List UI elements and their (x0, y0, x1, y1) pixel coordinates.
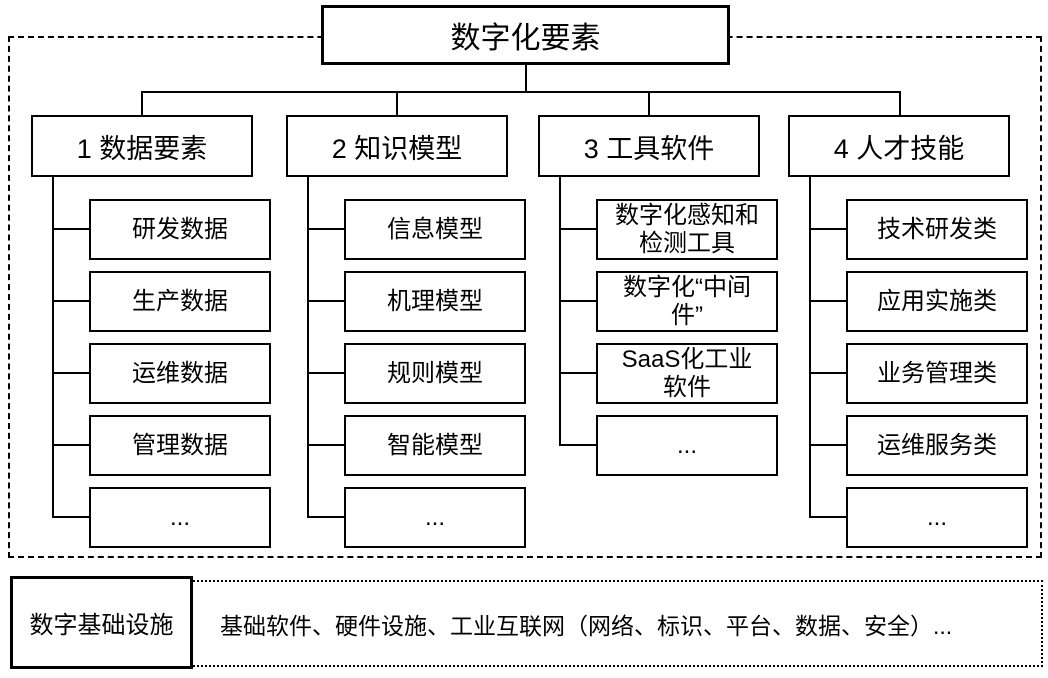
child-node-application-implementation: 应用实施类 (846, 271, 1028, 332)
child-node-ellipsis: ... (89, 487, 271, 548)
branch-talent-skills: 4 人才技能 (788, 115, 1010, 177)
child-node-production-data: 生产数据 (89, 271, 271, 332)
branch-label: 3 工具软件 (583, 133, 715, 164)
connector-branch3-stub (648, 91, 650, 117)
connector-branch2-stub (396, 91, 398, 117)
connector-stub (307, 444, 346, 446)
child-node-label: 研发数据 (132, 215, 228, 243)
child-node-label: SaaS化工业 软件 (621, 345, 753, 401)
child-node-label: ... (424, 503, 445, 531)
infrastructure-description-box: 基础软件、硬件设施、工业互联网（网络、标识、平台、数据、安全）... (190, 580, 1043, 667)
connector-branch4-stub (899, 91, 901, 117)
child-node-saas-industrial-software: SaaS化工业 软件 (596, 343, 778, 404)
child-node-label: ... (676, 431, 697, 459)
connector-stub (559, 372, 598, 374)
connector-stub (307, 372, 346, 374)
infrastructure-description: 基础软件、硬件设施、工业互联网（网络、标识、平台、数据、安全）... (220, 612, 953, 639)
branch-data-elements: 1 数据要素 (31, 115, 253, 177)
connector-trunk-tools (559, 177, 561, 446)
child-node-label: 运维数据 (132, 359, 228, 387)
connector-stub (559, 300, 598, 302)
connector-horizontal-bar (141, 91, 901, 93)
connector-stub (809, 300, 848, 302)
child-node-management-data: 管理数据 (89, 415, 271, 476)
child-node-label: ... (169, 503, 190, 531)
connector-stub (52, 372, 91, 374)
child-node-label: 数字化感知和 检测工具 (615, 201, 759, 257)
child-node-label: 生产数据 (132, 287, 228, 315)
child-node-label: 管理数据 (132, 431, 228, 459)
child-node-mechanism-model: 机理模型 (344, 271, 526, 332)
child-node-label: 机理模型 (387, 287, 483, 315)
child-node-business-management: 业务管理类 (846, 343, 1028, 404)
child-node-label: 信息模型 (387, 215, 483, 243)
child-node-rd-data: 研发数据 (89, 199, 271, 260)
child-node-label: 数字化“中间 件” (623, 273, 751, 329)
child-node-tech-rd-category: 技术研发类 (846, 199, 1028, 260)
connector-stub (809, 444, 848, 446)
connector-branch1-stub (141, 91, 143, 117)
infrastructure-label: 数字基础设施 (29, 612, 174, 639)
child-node-om-data: 运维数据 (89, 343, 271, 404)
connector-stub (559, 444, 598, 446)
connector-stub (52, 516, 91, 518)
child-node-intelligent-model: 智能模型 (344, 415, 526, 476)
connector-stub (307, 228, 346, 230)
connector-trunk-data (52, 177, 54, 518)
child-node-om-service: 运维服务类 (846, 415, 1028, 476)
child-node-ellipsis: ... (846, 487, 1028, 548)
child-node-label: 应用实施类 (877, 287, 997, 315)
infrastructure-label-box: 数字基础设施 (10, 576, 193, 669)
connector-stub (559, 228, 598, 230)
root-node-label: 数字化要素 (450, 22, 601, 55)
child-node-label: 运维服务类 (877, 431, 997, 459)
child-node-label: ... (926, 503, 947, 531)
branch-label: 4 人才技能 (833, 133, 965, 164)
branch-knowledge-models: 2 知识模型 (286, 115, 508, 177)
connector-stub (809, 228, 848, 230)
connector-trunk-talent (809, 177, 811, 518)
child-node-label: 业务管理类 (877, 359, 997, 387)
child-node-rule-model: 规则模型 (344, 343, 526, 404)
child-node-sensing-inspection-tools: 数字化感知和 检测工具 (596, 199, 778, 260)
branch-tool-software: 3 工具软件 (538, 115, 760, 177)
child-node-ellipsis: ... (344, 487, 526, 548)
connector-stub (809, 516, 848, 518)
connector-stub (307, 300, 346, 302)
child-node-ellipsis: ... (596, 415, 778, 476)
root-node-digital-elements: 数字化要素 (321, 5, 730, 65)
child-node-label: 规则模型 (387, 359, 483, 387)
branch-label: 1 数据要素 (76, 133, 208, 164)
branch-label: 2 知识模型 (331, 133, 463, 164)
connector-stub (52, 300, 91, 302)
connector-stub (307, 516, 346, 518)
connector-trunk-knowledge (307, 177, 309, 518)
child-node-label: 智能模型 (387, 431, 483, 459)
child-node-information-model: 信息模型 (344, 199, 526, 260)
connector-stub (809, 372, 848, 374)
connector-stub (52, 444, 91, 446)
child-node-digital-middleware: 数字化“中间 件” (596, 271, 778, 332)
connector-root-vertical (525, 63, 527, 93)
child-node-label: 技术研发类 (877, 215, 997, 243)
connector-stub (52, 228, 91, 230)
